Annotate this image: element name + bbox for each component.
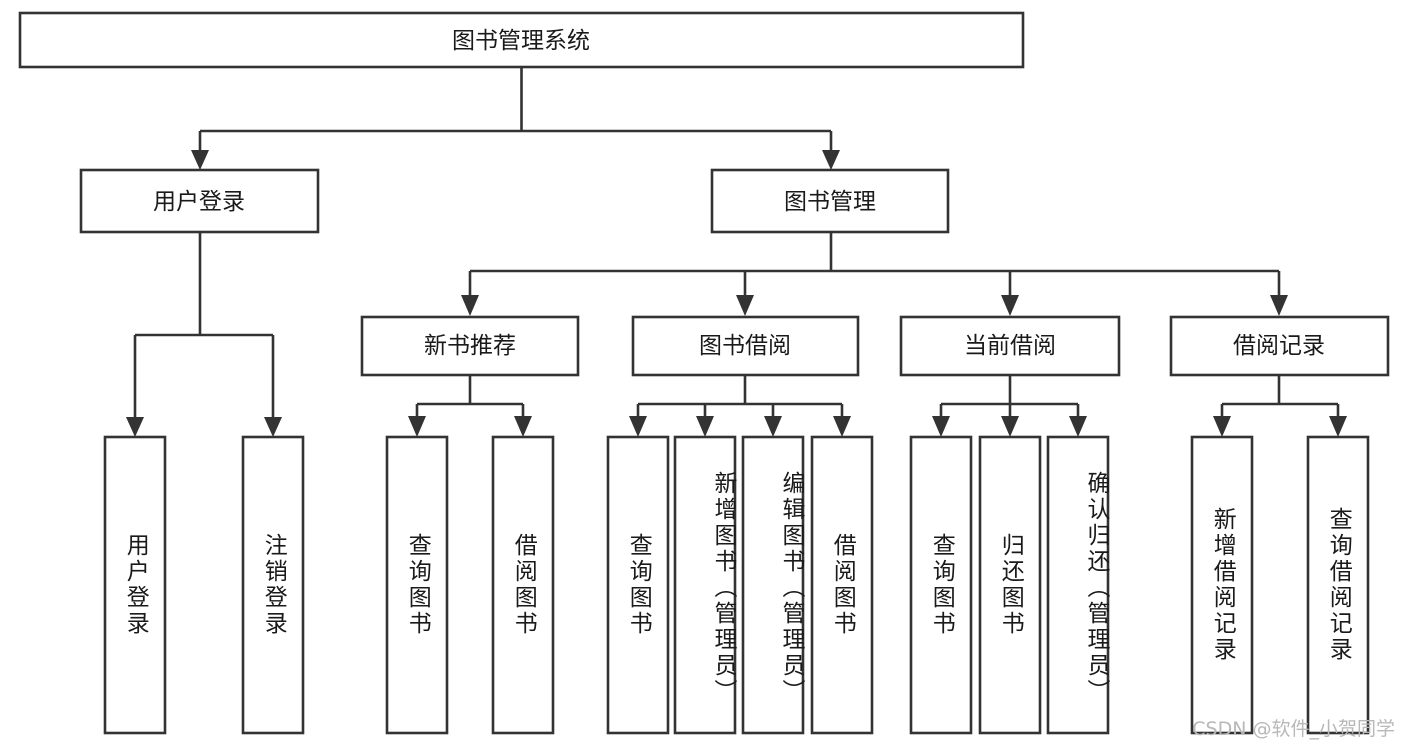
arrow-head-leaf-borrow-book-2: [833, 416, 851, 437]
arrow-head-book-management: [822, 150, 840, 170]
connector-group-new-book-recommend: [408, 375, 532, 437]
arrow-head-current-borrow: [1001, 295, 1019, 316]
node-leaf-query-book-3-box[interactable]: [909, 435, 973, 735]
node-book-borrow[interactable]: 图书借阅: [631, 315, 860, 377]
node-user-login[interactable]: 用户登录: [79, 168, 320, 234]
node-leaf-return-book-box[interactable]: [978, 435, 1042, 735]
node-book-management-box[interactable]: [710, 168, 950, 234]
node-leaf-borrow-book-1-box[interactable]: [491, 435, 555, 735]
connector-group-book-management: [461, 232, 1288, 316]
node-book-management[interactable]: 图书管理: [710, 168, 950, 234]
node-current-borrow-box[interactable]: [899, 315, 1121, 377]
node-borrow-record-box[interactable]: [1169, 315, 1390, 377]
node-root-label: 图书管理系统: [452, 28, 590, 54]
node-leaf-user-login-box[interactable]: [103, 435, 167, 735]
node-leaf-add-book-admin-box[interactable]: [673, 435, 737, 735]
arrow-head-leaf-edit-book-admin: [764, 416, 782, 437]
node-leaf-confirm-return-admin-box[interactable]: [1046, 435, 1110, 735]
node-leaf-query-borrow-record-box[interactable]: [1306, 435, 1370, 735]
connector-group-current-borrow: [932, 375, 1087, 437]
arrow-head-borrow-record: [1270, 295, 1288, 316]
node-leaf-logout-login-box[interactable]: [241, 435, 305, 735]
node-book-borrow-box[interactable]: [631, 315, 860, 377]
arrow-head-leaf-user-login: [126, 417, 144, 437]
node-user-login-box[interactable]: [79, 168, 320, 234]
arrow-head-book-borrow: [736, 295, 754, 316]
arrow-head-leaf-query-book-2: [629, 416, 647, 437]
node-current-borrow[interactable]: 当前借阅: [899, 315, 1121, 377]
node-leaf-query-book-1-box[interactable]: [385, 435, 449, 735]
arrow-head-leaf-return-book: [1001, 416, 1019, 437]
arrow-head-leaf-query-book-1: [408, 416, 426, 437]
node-leaf-query-book-2-box[interactable]: [606, 435, 670, 735]
connector-group-root: [191, 67, 840, 170]
arrow-head-leaf-borrow-book-1: [514, 416, 532, 437]
arrow-head-leaf-logout-login: [264, 417, 282, 437]
node-current-borrow-label: 当前借阅: [964, 333, 1056, 359]
connector-group-user-login: [126, 232, 282, 437]
node-book-borrow-label: 图书借阅: [699, 333, 791, 359]
node-leaf-add-borrow-record-box[interactable]: [1190, 435, 1254, 735]
arrow-head-leaf-add-book-admin: [696, 416, 714, 437]
node-new-book-recommend-label: 新书推荐: [424, 333, 516, 359]
node-root-box[interactable]: [18, 11, 1025, 69]
node-leaf-edit-book-admin-box[interactable]: [741, 435, 805, 735]
node-leaf-borrow-book-2-box[interactable]: [810, 435, 874, 735]
node-new-book-recommend[interactable]: 新书推荐: [360, 315, 580, 377]
arrow-head-leaf-confirm-return-admin: [1069, 416, 1087, 437]
node-root[interactable]: 图书管理系统: [18, 11, 1025, 69]
node-borrow-record-label: 借阅记录: [1233, 333, 1325, 359]
node-user-login-label: 用户登录: [153, 189, 245, 215]
arrow-head-user-login: [191, 150, 209, 170]
node-borrow-record[interactable]: 借阅记录: [1169, 315, 1390, 377]
connector-group-borrow-record: [1213, 375, 1347, 437]
arrow-head-leaf-add-borrow-record: [1213, 416, 1231, 437]
node-new-book-recommend-box[interactable]: [360, 315, 580, 377]
node-book-management-label: 图书管理: [784, 189, 876, 215]
arrow-head-leaf-query-book-3: [932, 416, 950, 437]
arrow-head-leaf-query-borrow-record: [1329, 416, 1347, 437]
connector-group-book-borrow: [629, 375, 851, 437]
arrow-head-new-book-recommend: [461, 295, 479, 316]
